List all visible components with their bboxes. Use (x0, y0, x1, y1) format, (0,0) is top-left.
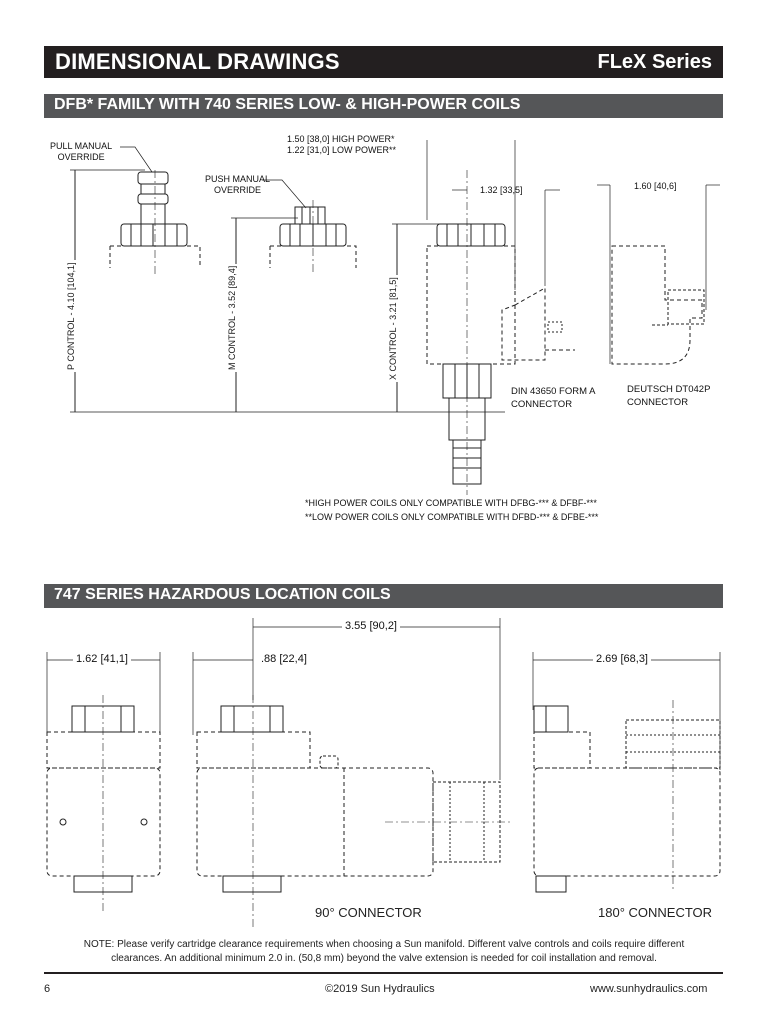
side-view-180-coil (533, 700, 721, 893)
dim-3-55: 3.55 [90,2] (342, 620, 400, 632)
dim-1-60: 1.60 [40,6] (634, 181, 677, 191)
push-override-label: PUSH MANUAL OVERRIDE (205, 174, 270, 196)
footer-rule (44, 972, 723, 974)
dim-2-69: 2.69 [68,3] (593, 653, 651, 665)
deutsch-connector-label: DEUTSCH DT042P CONNECTOR (627, 384, 711, 408)
pull-override-label: PULL MANUAL OVERRIDE (50, 141, 112, 163)
push-override-valve (269, 200, 357, 275)
page-title-bar: DIMENSIONAL DRAWINGS FLeX Series (44, 46, 723, 78)
push-override-text: PUSH MANUAL OVERRIDE (205, 174, 271, 195)
website-url: www.sunhydraulics.com (590, 983, 708, 995)
footnote-high-power: *HIGH POWER COILS ONLY COMPATIBLE WITH D… (305, 498, 597, 508)
series-name: FLeX Series (597, 51, 712, 73)
section-header-747: 747 SERIES HAZARDOUS LOCATION COILS (44, 584, 723, 608)
page-title: DIMENSIONAL DRAWINGS (55, 49, 340, 74)
caption-90-connector: 90° CONNECTOR (315, 905, 422, 920)
caption-180-connector: 180° CONNECTOR (598, 905, 713, 920)
dim-1-32: 1.32 [33,5] (480, 185, 523, 195)
section-title-dfb: DFB* FAMILY WITH 740 SERIES LOW- & HIGH-… (54, 96, 521, 113)
pull-override-valve (109, 170, 201, 275)
din-connector-label: DIN 43650 FORM A CONNECTOR (511, 386, 596, 410)
dim-0-88: .88 [22,4] (258, 653, 310, 665)
front-view-coil (46, 695, 161, 912)
clearance-note: NOTE: Please verify cartridge clearance … (83, 939, 685, 964)
deutsch-connector-drawing (597, 184, 720, 365)
side-view-90-coil (196, 695, 510, 930)
dim-1-62: 1.62 [41,1] (73, 653, 131, 665)
copyright: ©2019 Sun Hydraulics (325, 983, 435, 995)
pull-override-text: PULL MANUAL OVERRIDE (50, 141, 113, 162)
coil-valve (426, 170, 575, 495)
footnote-low-power: **LOW POWER COILS ONLY COMPATIBLE WITH D… (305, 512, 599, 522)
page-number: 6 (44, 983, 51, 995)
power-dims-label: 1.50 [38,0] HIGH POWER* 1.22 [31,0] LOW … (287, 134, 397, 155)
section-header-dfb: DFB* FAMILY WITH 740 SERIES LOW- & HIGH-… (44, 94, 723, 118)
section-title-747: 747 SERIES HAZARDOUS LOCATION COILS (54, 586, 391, 603)
